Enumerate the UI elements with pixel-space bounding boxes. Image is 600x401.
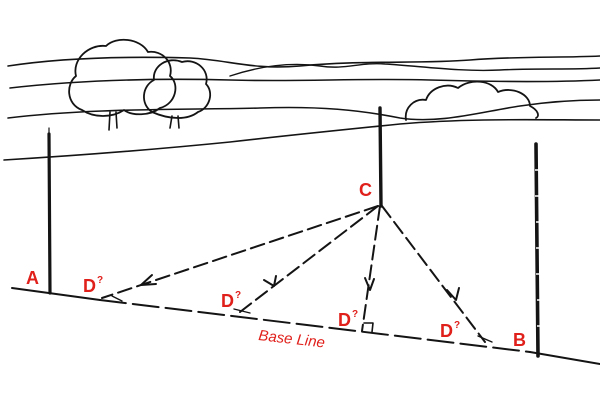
label-d-3-sup: ? (352, 309, 358, 320)
pole-b (534, 142, 541, 358)
angle-marks (111, 295, 493, 343)
label-a: A (26, 268, 39, 288)
pole-c (378, 106, 383, 208)
pole-a (47, 127, 52, 295)
label-d-2: D ? (221, 290, 241, 311)
middle-hill-line (9, 78, 600, 89)
label-d-3-letter: D (338, 310, 351, 330)
label-d-2-sup: ? (235, 290, 241, 301)
pole-b-bands (535, 169, 541, 327)
offset-lines (101, 205, 486, 343)
tree-middle-trunk (169, 115, 180, 129)
pole-a-staff (47, 132, 52, 295)
offset-arrowheads (140, 274, 460, 301)
far-horizon-line (7, 55, 600, 68)
offset-line-1 (101, 205, 379, 299)
angle-mark-2 (233, 308, 251, 314)
label-d-1-sup: ? (97, 275, 103, 286)
label-d-4-letter: D (440, 321, 453, 341)
arrowhead-2 (263, 275, 277, 287)
tree-left-trunk (108, 111, 118, 131)
tree-middle (143, 59, 212, 129)
offset-line-3 (361, 205, 381, 332)
base-line-label: Base Line (258, 327, 326, 351)
ground-line-right (529, 351, 600, 365)
angle-mark-1 (111, 295, 123, 302)
tree-middle-canopy (143, 59, 212, 119)
arrowhead-4 (446, 287, 460, 301)
pole-c-staff (378, 106, 383, 208)
label-d-4: D ? (440, 320, 460, 341)
label-d-3: D ? (338, 309, 358, 330)
ground-line-dashed (99, 299, 531, 353)
far-mountains (229, 62, 600, 77)
label-d-1-letter: D (83, 276, 96, 296)
offset-line-4 (381, 205, 486, 343)
right-angle-mark-3 (363, 322, 374, 333)
background-hills (3, 55, 600, 161)
label-d-4-sup: ? (454, 320, 460, 331)
label-d-1: D ? (83, 275, 103, 296)
near-field-line (3, 118, 600, 161)
angle-mark-4 (477, 335, 493, 343)
lower-hill-line (7, 99, 600, 121)
tree-right (404, 80, 539, 121)
tree-left-canopy (68, 38, 177, 117)
offset-line-2 (239, 205, 379, 313)
label-b: B (513, 330, 526, 350)
pole-b-staff (534, 142, 540, 358)
arrowhead-1 (140, 274, 157, 286)
tree-left (68, 38, 177, 131)
tree-right-canopy (404, 80, 539, 121)
label-d-2-letter: D (221, 291, 234, 311)
arrowhead-3 (364, 277, 375, 291)
label-c: C (359, 180, 372, 200)
ground-line-left (11, 287, 101, 301)
